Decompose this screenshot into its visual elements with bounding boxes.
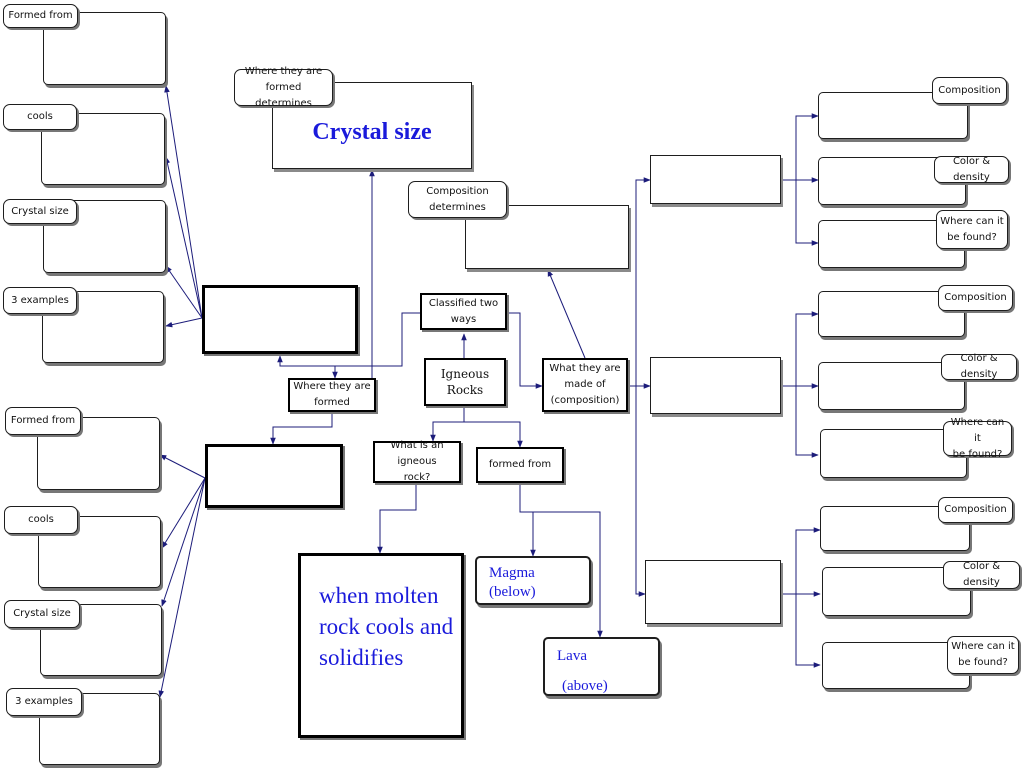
- magma-box: Magma (below): [475, 556, 591, 605]
- link-made-of-trunk: [628, 177, 651, 387]
- link-g1c: [795, 180, 819, 246]
- hub-what-is-igneous: What is an igneous rock?: [373, 440, 461, 483]
- label-where-found-3: Where can it be found?: [947, 636, 1019, 674]
- answer-box-extrusive[interactable]: [205, 444, 343, 508]
- lava-text: Lava: [557, 648, 587, 664]
- lava-box: Lava (above): [543, 637, 660, 696]
- label-composition-determines-text: Composition determines: [426, 185, 489, 213]
- label-cools-lower: cools: [4, 506, 78, 534]
- link-fan-l2: [161, 477, 206, 549]
- label-composition-3: Composition: [938, 497, 1013, 523]
- link-to-magma: [519, 483, 536, 557]
- hub-where-formed: Where they are formed: [288, 378, 376, 412]
- answer-box-where-found-2[interactable]: [820, 429, 967, 478]
- hub-what-made-of: What they are made of (composition): [542, 358, 628, 412]
- link-classified-to-made-of: [507, 312, 543, 389]
- link-g1: [781, 113, 819, 181]
- label-crystal-size-upper: Crystal size: [3, 199, 77, 224]
- answer-box-where-found-3[interactable]: [822, 642, 970, 689]
- link-to-upper-box: [277, 355, 335, 367]
- hub-igneous-rocks: Igneous Rocks: [424, 358, 506, 406]
- link-fan-u3: [165, 265, 203, 319]
- link-fan-l4: [158, 477, 206, 698]
- label-crystal-size-lower: Crystal size: [4, 600, 80, 628]
- link-igneous-down: [430, 406, 465, 442]
- link-g3c: [795, 594, 821, 668]
- link-g3: [781, 527, 821, 595]
- crystal-size-answer: Crystal size: [312, 119, 432, 145]
- label-formed-from-upper: Formed from: [3, 4, 78, 28]
- label-cools-upper: cools: [3, 104, 77, 130]
- link-to-definition: [377, 483, 417, 554]
- label-color-density-3: Color & density: [943, 561, 1020, 589]
- link-fan-u1: [164, 85, 203, 319]
- label-where-found-2: Where can it be found?: [943, 417, 1012, 460]
- label-color-density-1: Color & density: [934, 156, 1009, 183]
- label-where-formed-determines: Where they are formed determines: [234, 66, 333, 109]
- answer-box-composition-determines[interactable]: [465, 205, 629, 269]
- label-composition-1: Composition: [932, 77, 1007, 104]
- label-examples-lower: 3 examples: [6, 688, 82, 716]
- link-g2: [781, 311, 819, 387]
- link-igneous-down-right: [464, 421, 523, 448]
- link-to-lava: [520, 511, 603, 638]
- hub-classified-two-ways: Classified two ways: [420, 293, 507, 330]
- link-fan-l3: [161, 477, 206, 607]
- link-g2c: [795, 386, 819, 458]
- lava-sub-text: (above): [562, 678, 608, 694]
- answer-box-mineral-type-3[interactable]: [645, 560, 781, 624]
- answer-box-mineral-type-1[interactable]: [650, 155, 781, 204]
- hub-formed-from: formed from: [476, 447, 564, 483]
- label-composition-2: Composition: [938, 285, 1013, 311]
- label-composition-determines: Composition determines: [408, 181, 507, 218]
- answer-box-intrusive[interactable]: [202, 285, 358, 354]
- link-fan-u2: [164, 156, 203, 319]
- link-classified-to-where-formed: [332, 312, 420, 379]
- link-fan-u4: [165, 317, 203, 328]
- label-formed-from-lower: Formed from: [5, 407, 81, 435]
- answer-box-mineral-type-2[interactable]: [650, 357, 781, 414]
- magma-text: Magma (below): [489, 565, 536, 600]
- link-to-composition-determines: [547, 269, 586, 359]
- answer-box-color-density-2[interactable]: [818, 362, 965, 410]
- definition-box: when molten rock cools and solidifies: [298, 553, 464, 738]
- link-to-lower-box: [270, 412, 333, 445]
- label-examples-upper: 3 examples: [3, 287, 77, 314]
- link-made-of-low: [635, 386, 646, 597]
- label-where-found-1: Where can it be found?: [936, 210, 1008, 249]
- label-color-density-2: Color & density: [941, 353, 1017, 380]
- definition-text: when molten rock cools and solidifies: [319, 583, 454, 670]
- link-fan-l1: [159, 454, 206, 479]
